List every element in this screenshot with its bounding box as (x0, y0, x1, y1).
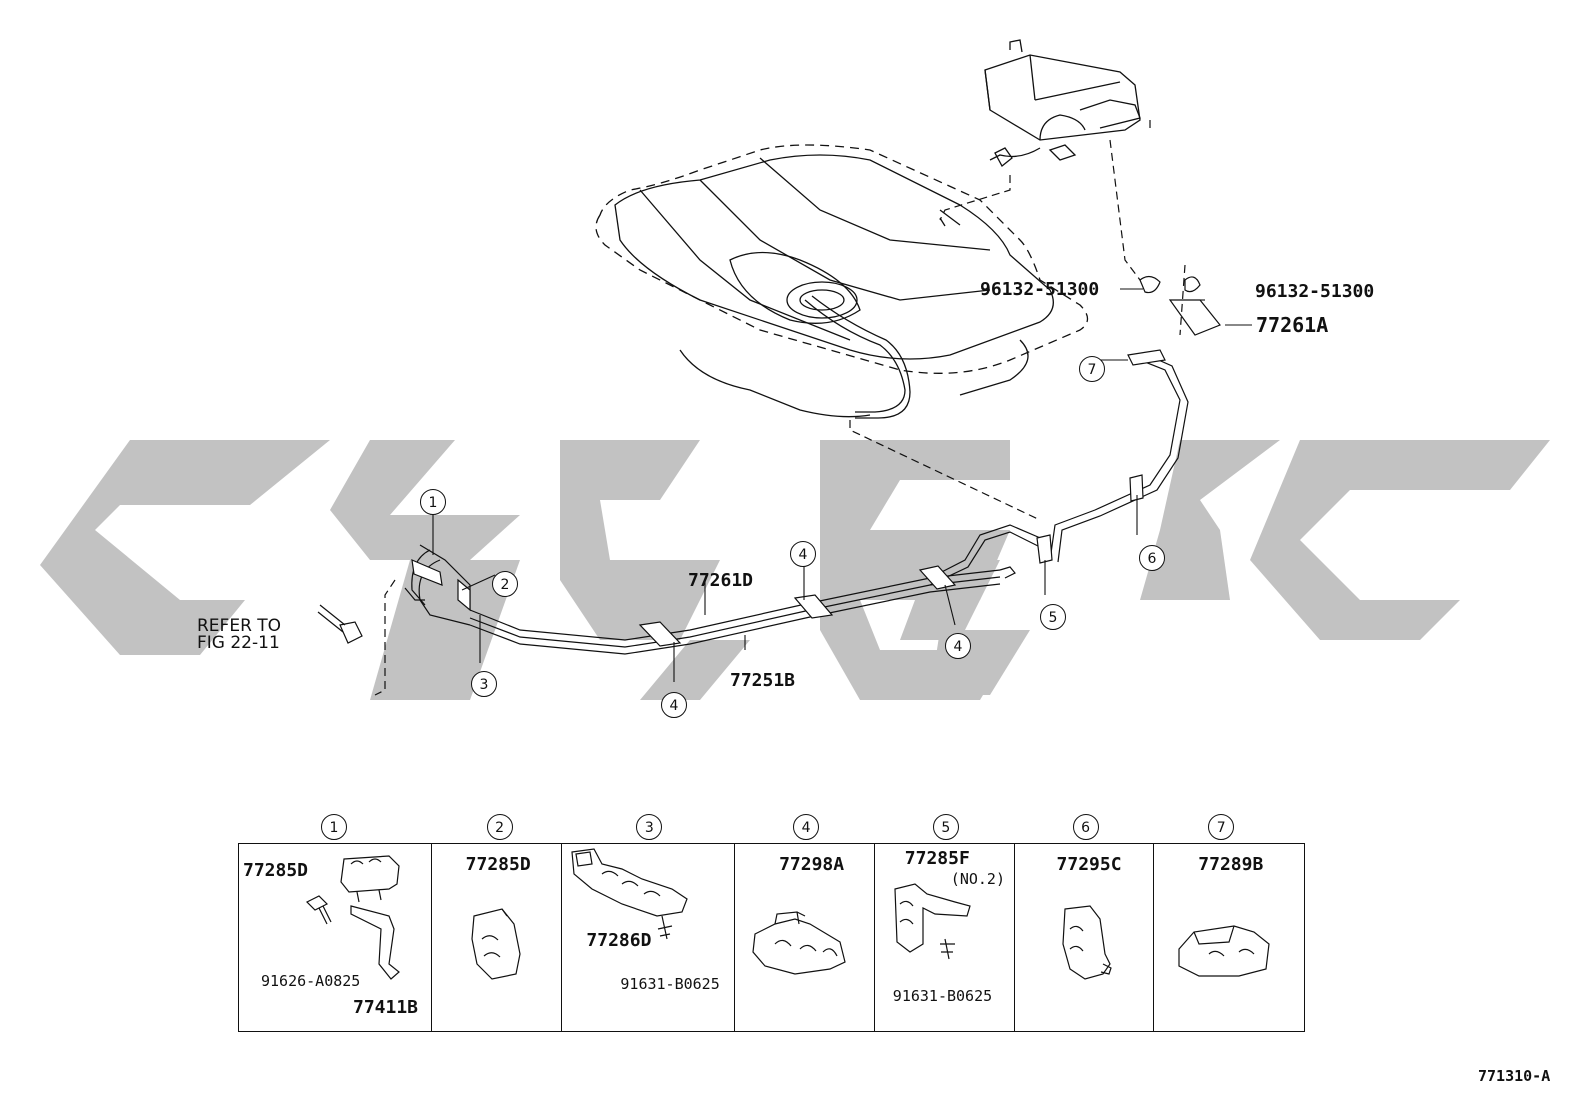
panel-2-number: 2 (486, 814, 513, 840)
panel-3-part-77286d: 77286D (586, 930, 652, 951)
callout-1: 1 (420, 489, 446, 515)
panel-1: 1 77285D 91626-A0825 77411B (239, 814, 432, 1031)
panel-4: 4 77298A (735, 814, 875, 1031)
panel-6: 6 77295C (1015, 814, 1155, 1031)
panel-7-part-77289b: 77289B (1198, 854, 1264, 875)
clamp-77289b-icon (1178, 925, 1270, 977)
callout-4-bottom-left: 4 (661, 692, 687, 718)
callout-3: 3 (471, 671, 497, 697)
panel-1-part-77285d: 77285D (243, 860, 309, 881)
panel-4-part-77298a: 77298A (779, 854, 845, 875)
panel-5-note-no2: (NO.2) (950, 870, 1005, 888)
panel-5: 5 77285F (NO.2) 91631-B0625 (875, 814, 1015, 1031)
panel-1-number: 1 (321, 814, 347, 840)
part-label-77261a: 77261A (1256, 313, 1329, 337)
callout-4-bottom-right: 4 (945, 633, 971, 659)
watermark-logo (40, 440, 1550, 700)
label-leaders (432, 288, 1252, 682)
clamp-77285f-icon (894, 883, 971, 960)
panel-1-part-91626-a0825: 91626-A0825 (261, 972, 361, 990)
part-label-77261d: 77261D (688, 570, 754, 591)
dashed-leaders (374, 120, 1186, 696)
panel-6-part-77295c: 77295C (1056, 854, 1122, 875)
panel-7: 7 77289B (1154, 814, 1304, 1031)
clamp-77295c-icon (1061, 905, 1112, 980)
clamp-77286d-icon (571, 848, 689, 940)
clamp-77298a-icon (752, 911, 846, 975)
parts-detail-table: 1 77285D 91626-A0825 77411B 2 77285D 3 (238, 814, 1305, 1032)
line-clamps (411, 349, 1166, 647)
callout-2: 2 (492, 571, 518, 597)
panel-3-part-91631-b0625: 91631-B0625 (620, 975, 720, 993)
part-label-96132-left: 96132-51300 (980, 279, 1100, 300)
figure-code: 771310-A (1478, 1067, 1551, 1085)
panel-5-part-91631-b0625: 91631-B0625 (892, 987, 993, 1005)
panel-5-number: 5 (932, 814, 959, 840)
hose-parts (1139, 275, 1221, 336)
panel-7-number: 7 (1208, 814, 1235, 840)
panel-2: 2 77285D (432, 814, 563, 1031)
charcoal-canister (984, 39, 1141, 167)
fuel-tank (595, 144, 1089, 419)
panel-3-number: 3 (636, 814, 663, 840)
panel-2-part-77285d: 77285D (465, 854, 531, 875)
panel-5-part-77285f: 77285F (904, 848, 970, 869)
refer-label-line1: REFER TO (197, 616, 282, 636)
panel-6-number: 6 (1072, 814, 1099, 840)
panel-4-number: 4 (793, 814, 820, 840)
part-label-96132-right: 96132-51300 (1255, 281, 1375, 302)
callout-7: 7 (1079, 356, 1105, 382)
clamp-77285d-icon (471, 908, 521, 980)
panel-3: 3 77286D 91631-B0625 (562, 814, 736, 1031)
callout-4-top: 4 (790, 541, 816, 567)
clamp-bracket-icon (305, 855, 400, 980)
part-label-77251b: 77251B (730, 670, 796, 691)
refer-label-line2: FIG 22-11 (197, 633, 280, 653)
fuel-lines (317, 353, 1189, 655)
panel-1-part-77411b: 77411B (353, 997, 419, 1018)
callout-6: 6 (1139, 545, 1165, 571)
callout-5: 5 (1040, 604, 1066, 630)
